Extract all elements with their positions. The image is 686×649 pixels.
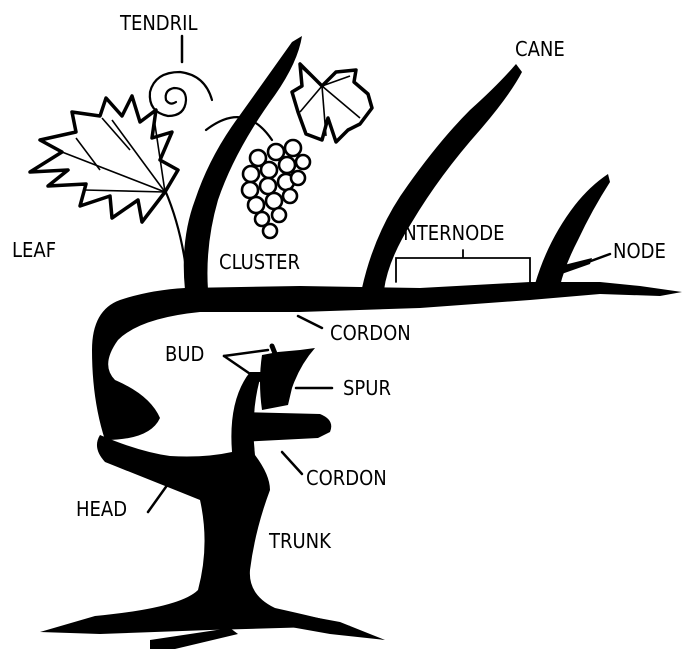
spur-shape [260, 348, 315, 410]
label-leaf: LEAF [12, 238, 56, 262]
leader-bud-upper [224, 350, 268, 356]
label-head: HEAD [76, 497, 127, 521]
label-cane: CANE [515, 37, 565, 61]
leaf-left [30, 96, 178, 222]
label-trunk: TRUNK [268, 529, 332, 553]
cane-shape [362, 64, 522, 290]
root-shape [275, 610, 385, 640]
label-cordon-lower: CORDON [306, 466, 387, 490]
label-node: NODE [613, 239, 666, 263]
leader-node [572, 254, 610, 268]
leader-head [148, 484, 168, 512]
internode-bracket [396, 250, 530, 282]
leader-cordon-lower [282, 452, 302, 474]
leader-cordon-upper [298, 316, 322, 328]
label-cordon-upper: CORDON [330, 321, 411, 345]
label-internode: INTERNODE [398, 221, 504, 245]
leader-bud-lower [224, 356, 262, 382]
label-cluster: CLUSTER [219, 250, 300, 274]
label-bud: BUD [165, 342, 204, 366]
label-spur: SPUR [343, 376, 391, 400]
leaf-right [292, 64, 372, 142]
tendril-curl [150, 72, 212, 116]
cordon-lower-shape [240, 412, 331, 442]
label-tendril: TENDRIL [119, 11, 198, 35]
